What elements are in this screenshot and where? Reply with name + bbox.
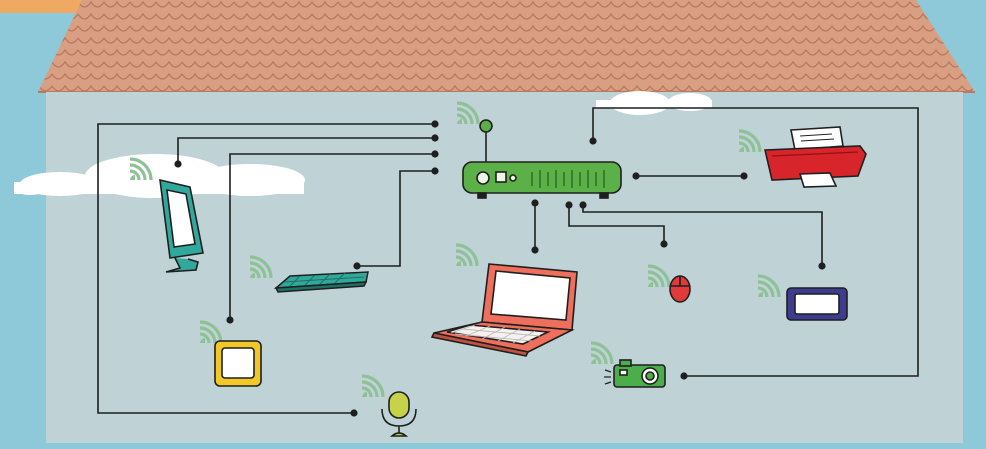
tablet-icon xyxy=(214,340,262,387)
network-wires xyxy=(97,107,919,414)
desktop-monitor-icon xyxy=(159,178,204,273)
router-icon xyxy=(462,119,622,199)
floor-strip xyxy=(46,443,963,449)
keyboard-icon xyxy=(273,271,369,293)
wire-endpoints xyxy=(174,120,826,417)
cloud-top xyxy=(596,91,712,115)
laptop-icon xyxy=(430,263,578,357)
roof xyxy=(38,0,975,92)
printer-icon xyxy=(764,126,867,188)
smartphone-icon xyxy=(786,287,848,321)
mouse-icon xyxy=(669,275,691,303)
camera-icon xyxy=(604,359,666,388)
microphone-icon xyxy=(381,391,417,437)
